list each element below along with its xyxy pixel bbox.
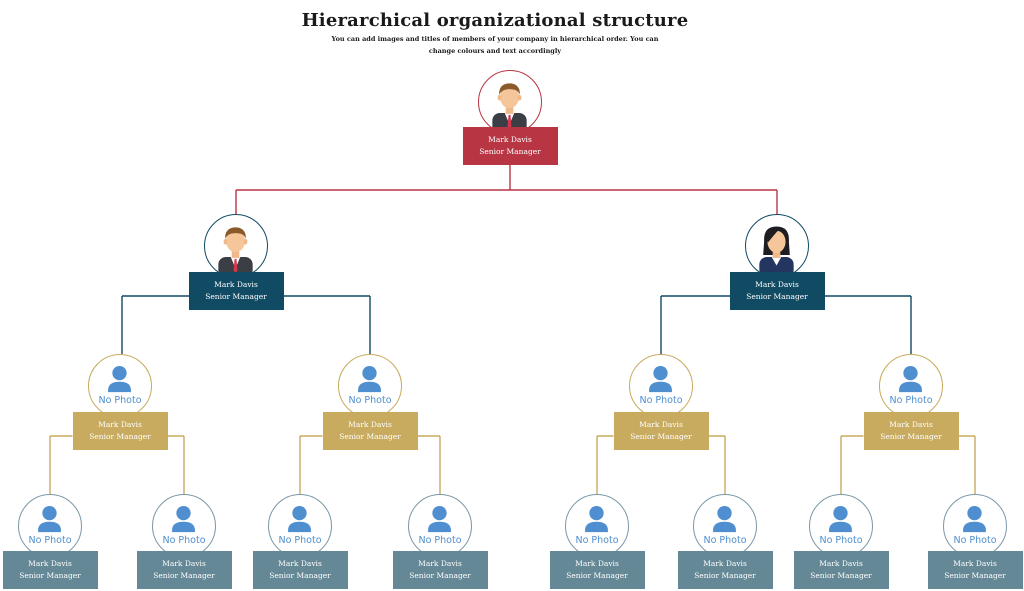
member-name: Mark Davis: [214, 280, 258, 289]
member-name: Mark Davis: [575, 559, 619, 568]
no-photo-label: No Photo: [418, 534, 462, 546]
no-photo-label: No Photo: [703, 534, 747, 546]
staff-7-photo: No Photo: [809, 494, 873, 558]
member-name: Mark Davis: [639, 420, 683, 429]
member-name: Mark Davis: [348, 420, 392, 429]
member-title: Senior Manager: [19, 571, 81, 580]
member-name: Mark Davis: [28, 559, 72, 568]
mgr-right-photo: [745, 214, 809, 278]
lead-2-photo: No Photo: [338, 354, 402, 418]
no-photo-label: No Photo: [348, 394, 392, 406]
staff-4-photo: No Photo: [408, 494, 472, 558]
lead-1-photo: No Photo: [88, 354, 152, 418]
member-title: Senior Manager: [566, 571, 628, 580]
member-title: Senior Manager: [694, 571, 756, 580]
no-photo-label: No Photo: [162, 534, 206, 546]
no-photo-label: No Photo: [889, 394, 933, 406]
member-title: Senior Manager: [944, 571, 1006, 580]
staff-2-photo: No Photo: [152, 494, 216, 558]
member-title: Senior Manager: [269, 571, 331, 580]
member-name: Mark Davis: [488, 135, 532, 144]
member-title: Senior Manager: [880, 432, 942, 441]
member-title: Senior Manager: [810, 571, 872, 580]
member-name: Mark Davis: [162, 559, 206, 568]
member-title: Senior Manager: [153, 571, 215, 580]
no-photo-label: No Photo: [98, 394, 142, 406]
member-name: Mark Davis: [98, 420, 142, 429]
staff-3-photo: No Photo: [268, 494, 332, 558]
member-name: Mark Davis: [418, 559, 462, 568]
staff-1-photo: No Photo: [18, 494, 82, 558]
member-name: Mark Davis: [755, 280, 799, 289]
member-name: Mark Davis: [703, 559, 747, 568]
member-name: Mark Davis: [819, 559, 863, 568]
member-name: Mark Davis: [278, 559, 322, 568]
member-name: Mark Davis: [889, 420, 933, 429]
diagram-title: Hierarchical organizational structure: [301, 10, 689, 31]
member-title: Senior Manager: [205, 292, 267, 301]
member-title: Senior Manager: [630, 432, 692, 441]
no-photo-label: No Photo: [575, 534, 619, 546]
root-photo: [478, 70, 542, 134]
member-title: Senior Manager: [409, 571, 471, 580]
mgr-left-photo: [204, 214, 268, 278]
no-photo-label: No Photo: [953, 534, 997, 546]
no-photo-label: No Photo: [278, 534, 322, 546]
lead-3-photo: No Photo: [629, 354, 693, 418]
staff-8-photo: No Photo: [943, 494, 1007, 558]
lead-4-photo: No Photo: [879, 354, 943, 418]
member-name: Mark Davis: [953, 559, 997, 568]
no-photo-label: No Photo: [819, 534, 863, 546]
no-photo-label: No Photo: [639, 394, 683, 406]
member-title: Senior Manager: [746, 292, 808, 301]
no-photo-label: No Photo: [28, 534, 72, 546]
member-title: Senior Manager: [479, 147, 541, 156]
diagram-subtitle: You can add images and titles of members…: [331, 35, 659, 55]
member-title: Senior Manager: [89, 432, 151, 441]
staff-6-photo: No Photo: [693, 494, 757, 558]
member-title: Senior Manager: [339, 432, 401, 441]
staff-5-photo: No Photo: [565, 494, 629, 558]
